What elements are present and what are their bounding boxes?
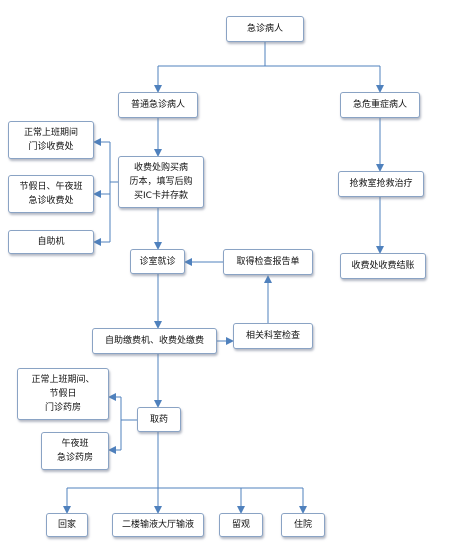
node-observation: 留观 <box>219 513 263 537</box>
node-consultation: 诊室就诊 <box>130 249 185 274</box>
node-billing-settlement: 收费处收费结账 <box>340 253 426 279</box>
node-self-pay: 自助缴费机、收费处缴费 <box>92 328 217 354</box>
node-infusion-hall: 二楼输液大厅输液 <box>112 513 204 537</box>
node-office-hours-billing: 正常上班期间 门诊收费处 <box>8 121 94 159</box>
node-hospitalization: 住院 <box>281 513 325 537</box>
node-take-medicine: 取药 <box>137 407 181 432</box>
node-self-service-machine: 自助机 <box>8 230 94 254</box>
node-critical-patient: 急危重症病人 <box>340 92 420 118</box>
node-night-pharmacy: 午夜班 急诊药房 <box>41 432 109 470</box>
node-get-report: 取得检查报告单 <box>223 249 313 275</box>
node-department-exam: 相关科室检查 <box>233 323 313 349</box>
node-office-hours-pharmacy: 正常上班期间、 节假日 门诊药房 <box>17 368 109 420</box>
node-emergency-patient: 急诊病人 <box>226 16 304 42</box>
node-go-home: 回家 <box>46 513 88 537</box>
node-ordinary-patient: 普通急诊病人 <box>118 92 198 118</box>
node-billing-counter: 收费处购买病 历本，填写后购 买IC卡并存款 <box>118 156 204 208</box>
node-holiday-billing: 节假日、午夜班 急诊收费处 <box>8 175 94 213</box>
node-rescue-room: 抢救室抢救治疗 <box>338 171 424 197</box>
